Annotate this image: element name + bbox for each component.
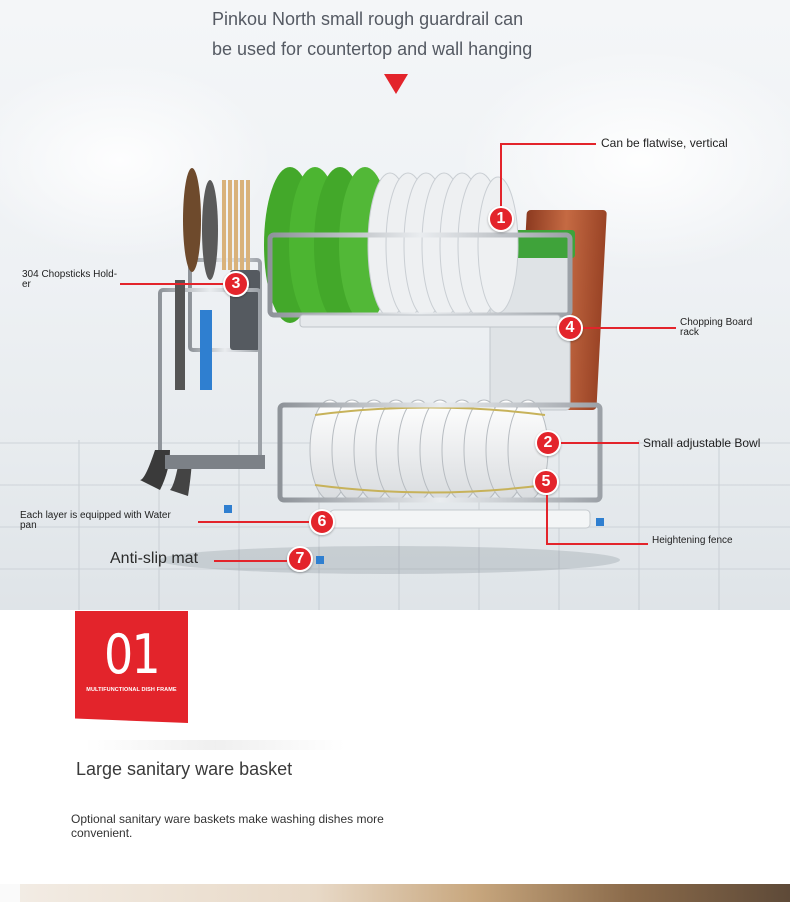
- section-number-badge: 01 MULTIFUNCTIONAL DISH FRAME: [75, 611, 188, 723]
- callout-5-line-h: [546, 543, 648, 545]
- upper-water-tray: [299, 314, 561, 328]
- callout-2-label: Small adjustable Bowl: [643, 436, 761, 450]
- strip-gap: [0, 884, 20, 902]
- callout-2-line: [561, 442, 639, 444]
- callout-3-line: [120, 283, 223, 285]
- callout-7-label: Anti-slip mat: [110, 550, 199, 567]
- headline-line-2: be used for countertop and wall hanging: [212, 39, 533, 59]
- callout-6-label: Each layer is equipped with Water pan: [20, 510, 171, 531]
- callout-3-badge: 3: [223, 271, 249, 297]
- ghost-text-decoration: [85, 740, 345, 750]
- lower-bowls: [309, 399, 549, 501]
- anti-slip-feet: [224, 505, 604, 564]
- rack-shadow: [160, 546, 620, 574]
- callout-3-label: 304 Chopsticks Hold- er: [22, 269, 118, 290]
- callout-5-label: Heightening fence: [652, 535, 733, 546]
- product-hero: Pinkou North small rough guardrail can b…: [0, 0, 790, 610]
- callout-4-label: Chopping Board rack: [680, 317, 753, 338]
- callout-4-badge: 4: [557, 315, 583, 341]
- dish-rack-image: [140, 167, 620, 574]
- callout-7-badge: 7: [287, 546, 313, 572]
- callout-6-badge: 6: [309, 509, 335, 535]
- callout-1-line-v: [500, 143, 502, 209]
- upper-plates-white: [367, 172, 519, 318]
- utensil-holder: [140, 168, 265, 496]
- lower-water-tray: [329, 509, 591, 529]
- callout-1-badge: 1: [488, 206, 514, 232]
- lower-frame: [277, 402, 603, 503]
- callout-2-badge: 2: [535, 430, 561, 456]
- callout-6-line: [198, 521, 309, 523]
- section-badge-caption: MULTIFUNCTIONAL DISH FRAME: [86, 687, 177, 693]
- next-image-strip: [0, 884, 790, 902]
- section-title: Large sanitary ware basket: [76, 759, 293, 779]
- section-description: Optional sanitary ware baskets make wash…: [71, 812, 384, 840]
- down-arrow-icon: [384, 74, 408, 94]
- headline: Pinkou North small rough guardrail can b…: [212, 4, 592, 64]
- utensil-drip-tray: [165, 455, 265, 469]
- callout-7-line: [214, 560, 287, 562]
- callout-4-line: [583, 327, 676, 329]
- headline-line-1: Pinkou North small rough guardrail can: [212, 9, 524, 29]
- callout-1-line-h: [500, 143, 596, 145]
- callout-1-label: Can be flatwise, vertical: [601, 136, 728, 150]
- callout-5-badge: 5: [533, 469, 559, 495]
- section-number: 01: [103, 623, 161, 686]
- callout-5-line-v: [546, 495, 548, 544]
